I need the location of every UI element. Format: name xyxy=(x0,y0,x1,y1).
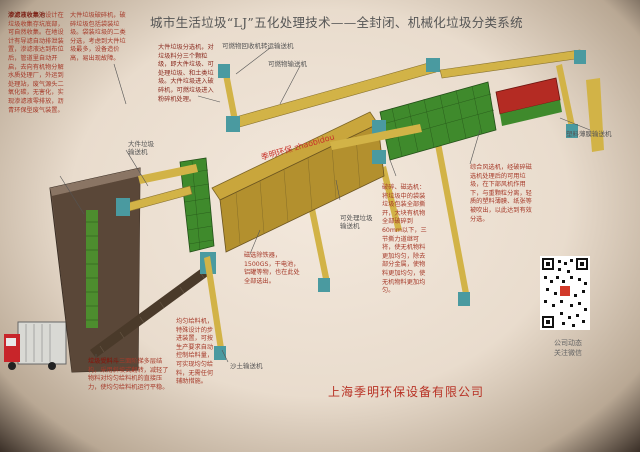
drum-screen xyxy=(211,111,385,253)
lower-conveyors xyxy=(138,78,604,184)
qr-caption: 公司动态 关注微信 xyxy=(542,338,594,358)
note-crusher-body: 破碎、磁选机：将垃圾中的袋装垃圾包装全部撕开，大块有机物全部破碎到60mm以下，… xyxy=(382,184,427,295)
label-big-conveyor: 大件垃圾输送机 xyxy=(128,140,154,156)
note-hopper-body: 三面阶梯多层结构，采用斜坡式翻转，减轻了物料对均匀给料机的直接压力，使均匀给料机… xyxy=(88,358,169,391)
note-magnet-body: 磁选除铁器，1500GS，干电池，铝罐等物，也在此处全部选出。 xyxy=(244,252,300,285)
note-bag-breaker: 大件垃圾破碎机，破碎垃圾包括袋装垃圾。袋装垃圾的二类分选，考虑到大件垃圾最多，设… xyxy=(70,12,126,64)
note-feeder: 均匀给料机，特殊设计的步进装置，可按生产要求自动控制给料量，可实现均匀给料，无需… xyxy=(176,318,214,387)
diagram-title: 城市生活垃圾“LJ”五化处理技术——全封闭、机械化垃圾分类系统 xyxy=(150,15,523,30)
note-magnet: 磁选除铁器，1500GS，干电池，铝罐等物，也在此处全部选出。 xyxy=(244,252,300,286)
qr-code-image xyxy=(540,256,590,330)
air-winnower xyxy=(495,77,562,126)
label-burn-conveyor: 可燃物输送机 xyxy=(268,60,307,68)
note-crusher: 破碎、磁选机：将垃圾中的袋装垃圾包装全部撕开，大块有机物全部破碎到60mm以下，… xyxy=(382,184,428,296)
company-name: 上海季明环保设备有限公司 xyxy=(328,385,485,399)
qr-caption-line-2: 关注微信 xyxy=(554,349,582,357)
big-waste-conveyor xyxy=(116,185,193,216)
note-big-sorter-body: 大件垃圾分选机，对垃圾料分三个颗粒级，即大件垃圾、可处理垃圾、和土类垃圾。大件垃… xyxy=(158,44,214,103)
label-drum-conveyor: 可燃物回收机转运输送机 xyxy=(222,42,294,50)
receiving-pit xyxy=(49,167,141,373)
combustible-conveyor xyxy=(226,49,586,132)
label-crush-conveyor: 可处理垃圾输送机 xyxy=(340,214,373,230)
note-leachate-head: 渗滤液收集池 xyxy=(8,12,46,19)
note-leachate: 渗滤液收集池设计在垃圾收集存坑底部，可自然收集。在地设计有导滤自动排泄装置，渗滤… xyxy=(8,12,68,115)
garbage-truck xyxy=(4,321,67,370)
crusher-separator xyxy=(372,81,497,164)
note-big-sorter: 大件垃圾分选机，对垃圾料分三个颗粒级，即大件垃圾、可处理垃圾、和土类垃圾。大件垃… xyxy=(158,44,214,104)
note-hopper: 垃圾受料斗三面阶梯多层结构，采用斜坡式翻转，减轻了物料对均匀给料机的直接压力，使… xyxy=(88,358,174,392)
note-leachate-body: 设计在垃圾收集存坑底部，可自然收集。在地设计有导滤自动排泄装置，渗滤液达到布位后… xyxy=(8,12,64,114)
note-winnow-body: 综合风选机，经破碎磁选机处理后的可用垃圾，在下部风机作用下，与重颗粒分离，轻质的… xyxy=(470,164,532,223)
qr-caption-line-1: 公司动态 xyxy=(554,339,582,347)
label-sand-conveyor: 沙土输送机 xyxy=(230,362,263,370)
note-feeder-body: 均匀给料机，特殊设计的步进装置，可按生产要求自动控制给料量，可实现均匀给料，无需… xyxy=(176,318,214,386)
note-hopper-head: 垃圾受料斗 xyxy=(88,358,119,365)
bag-breaker-machine xyxy=(179,157,216,274)
callout-lines xyxy=(59,47,591,363)
note-bag-breaker-body: 大件垃圾破碎机，破碎垃圾包括袋装垃圾。袋装垃圾的二类分选，考虑到大件垃圾最多，设… xyxy=(70,12,126,62)
label-plastic-conveyor: 塑料薄膜输送机 xyxy=(566,130,612,138)
note-winnow: 综合风选机，经破碎磁选机处理后的可用垃圾，在下部风机作用下，与重颗粒分离，轻质的… xyxy=(470,164,534,224)
